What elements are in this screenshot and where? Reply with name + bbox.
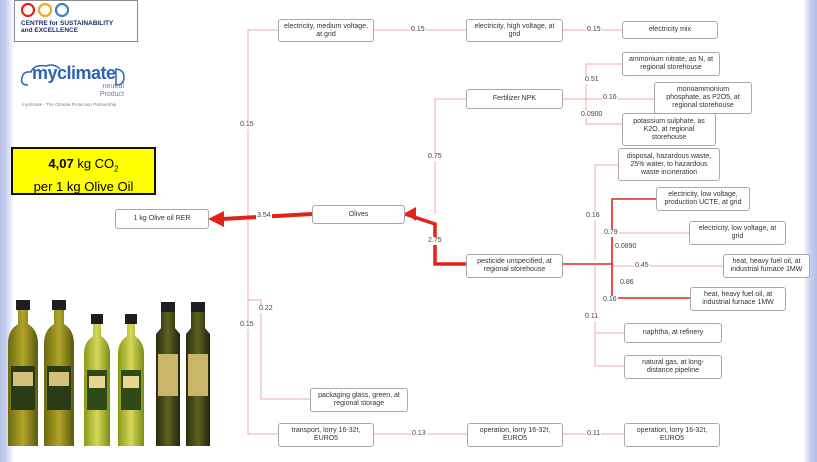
node-disposal[interactable]: disposal, hazardous waste, 25% water, to… [618,148,720,181]
node-naphtha[interactable]: naphtha, at refinery [624,323,722,343]
edge-label-heat-2-b: 0.16 [602,296,618,304]
footprint-line2: per 1 kg Olive Oil [33,178,134,194]
edge-label-heat-1: 0.45 [634,262,650,270]
cse-logo: CENTRE for SUSTAINABILITY and EXCELLENCE [14,0,138,42]
edge-label-transport-op1: 0.13 [411,430,427,438]
edge-oil-to-packaging [248,299,310,400]
node-heat-fuel-2[interactable]: heat, heavy fuel oil, at industrial furn… [690,287,786,311]
footprint-value: 4,07 [48,156,74,171]
node-pesticide[interactable]: pesticide unspecified, at regional store… [466,254,563,278]
edge-label-medium-high: 0.15 [410,26,426,34]
edge-label-fertilizer: 0.75 [427,153,443,161]
edge-label-high-mix: 0.15 [586,26,602,34]
edge-label-monoammonium: 0.16 [602,94,618,102]
node-olives[interactable]: Olives [312,205,405,224]
myclimate-neutral: neutral [102,83,124,90]
edge-olives-to-fertilizer [434,98,466,213]
edge-pesticide-to-disposal [594,164,618,260]
edge-label-heat-2: 0.86 [619,279,635,287]
node-olive-oil[interactable]: 1 kg Olive oil RER [115,209,209,229]
footprint-unit: kg CO [77,156,115,171]
node-transport[interactable]: transport, lorry 16-32t, EURO5 [278,423,374,447]
node-monoammonium[interactable]: monoammonium phosphate, as P2O5, at regi… [654,82,752,114]
myclimate-brand: myclimate [32,63,116,83]
cse-logo-circles-icon [21,3,70,17]
node-potassium[interactable]: potassium sulphate, as K2O, at regional … [622,113,716,146]
edge-label-oil-medium: 0.15 [239,121,255,129]
node-fertilizer[interactable]: Fertilizer NPK [466,89,563,109]
edge-label-transport: 0.15 [239,321,255,329]
myclimate-tagline: myclimate - The Climate Protection Partn… [22,102,117,107]
node-elec-high[interactable]: electricity, high voltage, at grid [466,19,563,42]
myclimate-logo: myclimate neutral Product myclimate - Th… [20,63,128,109]
myclimate-product: Product [99,91,124,98]
cloud-icon [20,64,125,86]
arrowhead-oil [208,211,224,227]
edge-label-packaging: 0.22 [258,305,274,313]
node-elec-mix[interactable]: electricity mix [622,21,718,39]
edge-label-elec-low-ucte: 0.79 [603,229,619,237]
edge-label-disposal: 0.16 [585,212,601,220]
node-operation-2[interactable]: operation, lorry 16-32t, EURO5 [624,423,720,447]
edge-label-naphtha: 0.11 [584,313,600,321]
edge-label-olives-oil: 3.54 [256,212,272,220]
node-operation-1[interactable]: operation, lorry 16-32t, EURO5 [467,423,563,447]
cse-logo-text: CENTRE for SUSTAINABILITY and EXCELLENCE [21,20,114,34]
node-elec-low-ucte[interactable]: electricity, low voltage, production UCT… [656,187,750,211]
node-elec-medium[interactable]: electricity, medium voltage, at grid [278,19,374,42]
edge-fertilizer-to-potassium [585,99,622,125]
node-ammonium-nitrate[interactable]: ammonium nitrate, as N, at regional stor… [622,52,720,76]
node-natural-gas[interactable]: natural gas, at long- distance pipeline [624,355,722,379]
edge-label-potassium: 0.0900 [580,111,604,119]
node-packaging[interactable]: packaging glass, green, at regional stor… [310,388,408,412]
node-elec-low[interactable]: electricity, low voltage, at grid [689,221,786,245]
edge-pesticide-to-elec-low [611,232,689,235]
edge-label-ammonium: 0.51 [584,76,600,84]
footprint-line1: 4,07 kg CO2 [13,155,154,178]
edge-label-pesticide: 2.75 [427,237,443,245]
node-heat-fuel-1[interactable]: heat, heavy fuel oil, at industrial furn… [723,254,810,278]
edge-label-elec-low: 0.0890 [614,243,638,251]
edge-pesticide-to-natural-gas [594,333,624,367]
carbon-footprint-box: 4,07 kg CO2 per 1 kg Olive Oil [11,147,156,195]
edge-label-op1-op2: 0.11 [586,430,602,438]
footprint-unit-sub: 2 [114,164,119,174]
olive-oil-bottles-image [8,300,210,446]
arrowhead-olives [405,207,416,221]
